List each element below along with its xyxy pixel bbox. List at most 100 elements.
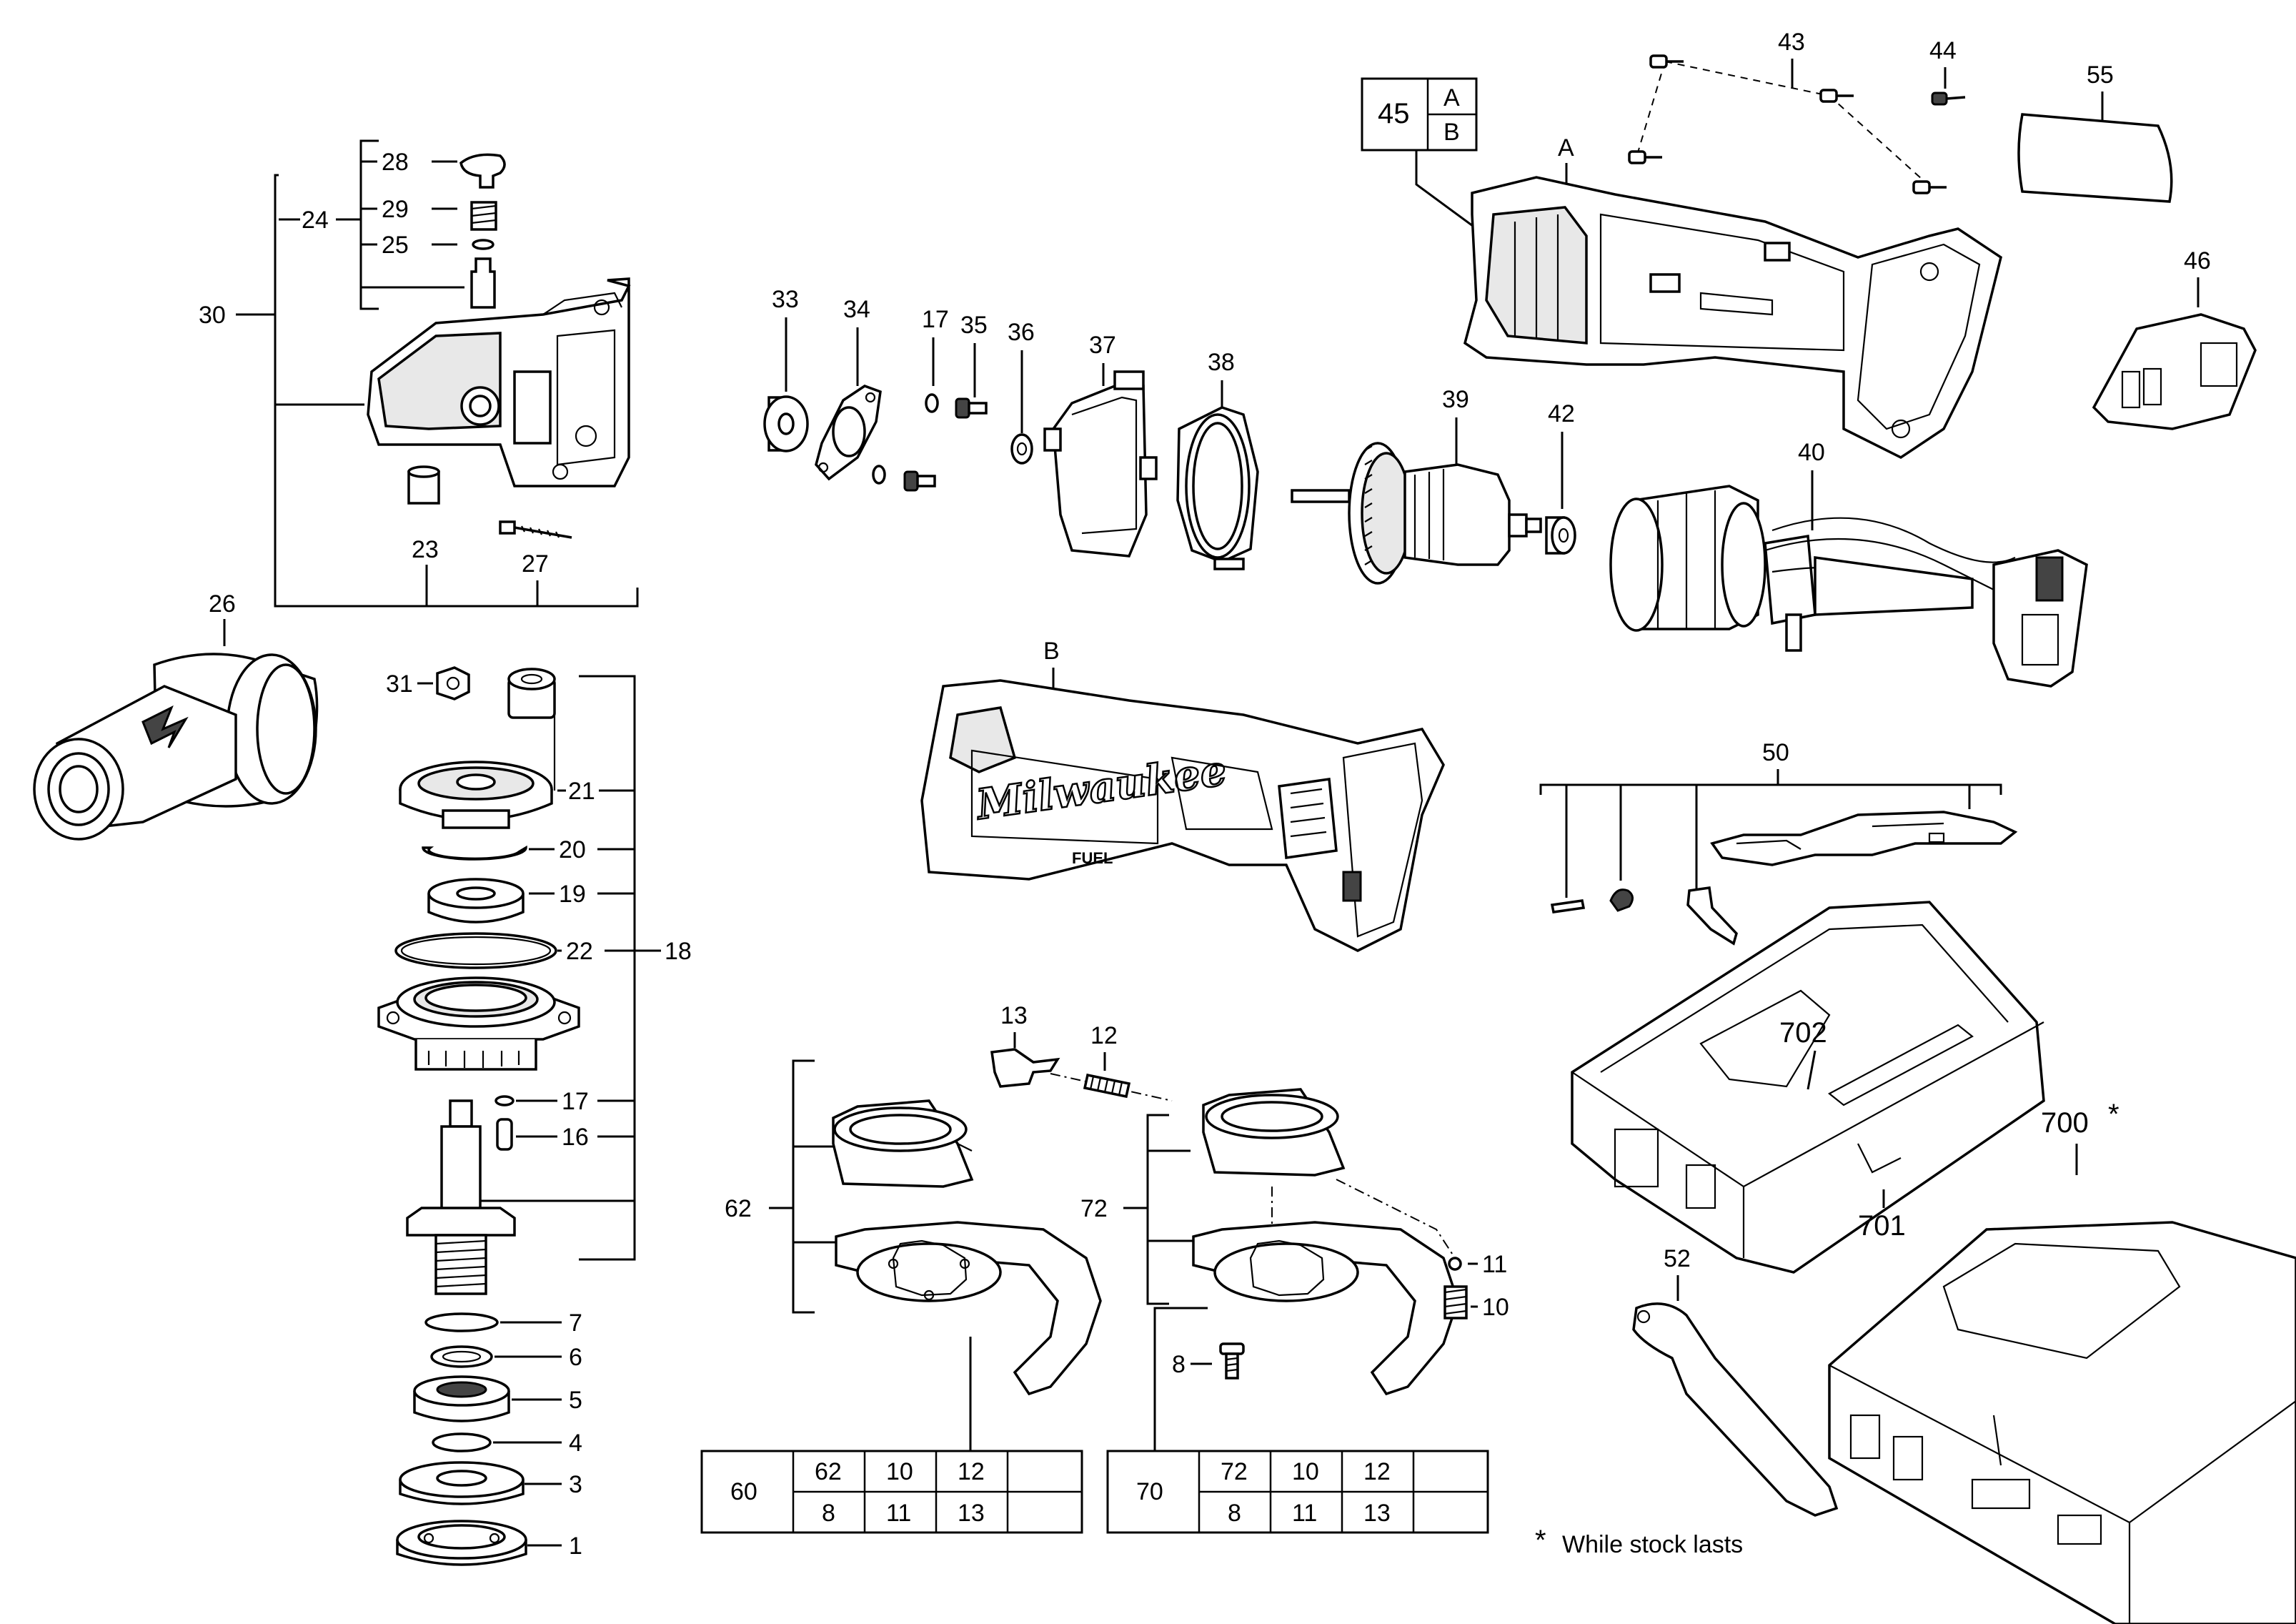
armature	[1291, 442, 1542, 585]
table70-r1c2: 10	[1292, 1458, 1319, 1485]
guard-72-group: 72 11 10 8	[1080, 1088, 1509, 1451]
label-55: 55	[2087, 61, 2114, 89]
label-30: 30	[199, 302, 226, 329]
guard-clip	[990, 1048, 1060, 1088]
label-18: 18	[665, 938, 692, 965]
nameplate-label: 55	[2017, 61, 2173, 203]
spring-10	[1443, 1285, 1468, 1320]
bearing-42	[1545, 516, 1576, 555]
screw-43b	[1819, 89, 1854, 103]
housing-half-a: A	[1463, 134, 2002, 460]
label-26: 26	[209, 590, 236, 618]
label-23: 23	[412, 536, 439, 563]
screw-8	[1219, 1342, 1245, 1380]
ball-bearing	[427, 878, 525, 924]
carry-case-701: 702 701	[1571, 901, 2045, 1274]
table60-r2c1: 8	[822, 1500, 835, 1527]
spring	[470, 201, 497, 231]
guard-spring	[1083, 1073, 1131, 1099]
label-A: A	[1558, 134, 1574, 162]
label-4: 4	[569, 1430, 582, 1457]
label-24: 24	[302, 207, 329, 234]
footnote-star: *	[1535, 1525, 1546, 1556]
bearing-33	[763, 395, 809, 452]
label-1: 1	[569, 1533, 582, 1560]
label-36: 36	[1008, 319, 1035, 346]
label-11: 11	[1482, 1251, 1507, 1278]
label-40: 40	[1798, 439, 1825, 466]
fan-ring	[1176, 406, 1259, 570]
table70-r1c1: 72	[1221, 1458, 1248, 1485]
label-43: 43	[1778, 29, 1805, 56]
screw-35a	[955, 397, 988, 419]
washer-spring	[430, 1345, 493, 1368]
label-29: 29	[382, 196, 409, 223]
label-20: 20	[559, 836, 586, 863]
spindle-lock-pin	[470, 257, 496, 309]
snap-ring	[422, 845, 527, 861]
label-6: 6	[569, 1344, 582, 1371]
center-parts-row: 33 34 17 35 36 37	[763, 286, 1259, 570]
label-702: 702	[1779, 1017, 1827, 1049]
label-45b: B	[1443, 119, 1460, 146]
pin	[496, 1118, 513, 1151]
kit-table-70: 70 72 10 12 8 11 13	[1106, 1450, 1489, 1534]
table60-r1c3: 12	[958, 1458, 985, 1485]
table70-r2c3: 13	[1363, 1500, 1391, 1527]
paddle	[1710, 811, 2018, 866]
table70-r1c3: 12	[1363, 1458, 1391, 1485]
label-46: 46	[2184, 247, 2211, 274]
o-ring-small	[424, 1312, 499, 1332]
guard-collar-62	[832, 1099, 974, 1188]
spring-pin	[1550, 899, 1586, 914]
housing-half-b: B Milwaukee FUEL	[920, 638, 1445, 952]
small-o-ring	[495, 1095, 515, 1106]
label-7: 7	[569, 1309, 582, 1337]
label-13: 13	[1000, 1002, 1028, 1029]
table60-r2c3: 13	[958, 1500, 985, 1527]
asterisk-700: *	[2108, 1099, 2119, 1130]
label-39: 39	[1442, 386, 1469, 413]
armature-group: 39 42	[1291, 386, 1576, 585]
label-72: 72	[1080, 1195, 1108, 1222]
label-45: 45	[1378, 98, 1410, 129]
inner-flange	[413, 1375, 510, 1422]
label-17b: 17	[562, 1088, 589, 1115]
screw-35b	[903, 470, 936, 492]
label-33: 33	[772, 286, 799, 313]
guard-62-group: 62 13 12	[725, 1002, 1173, 1451]
screw-44	[1931, 91, 1966, 106]
paddle-switch-group: 50	[1539, 739, 2018, 946]
spindle	[406, 1099, 516, 1295]
label-34: 34	[843, 296, 870, 323]
wheel-guard-62	[835, 1221, 1102, 1396]
label-38: 38	[1208, 349, 1235, 376]
label-3: 3	[569, 1471, 582, 1498]
flange-3	[399, 1461, 525, 1505]
label-17a: 17	[922, 306, 949, 333]
label-35: 35	[960, 312, 988, 339]
side-handle: 26	[33, 590, 319, 841]
lock-button-knob	[459, 153, 506, 189]
hex-nut	[436, 666, 470, 700]
screw-43a	[1649, 54, 1684, 69]
washer-36	[1010, 433, 1033, 465]
table60-r2c2: 11	[886, 1500, 911, 1527]
label-700: 700	[2041, 1107, 2089, 1139]
carry-case-700: 700 *	[1828, 1099, 2296, 1624]
bevel-gear	[399, 761, 553, 829]
label-22: 22	[566, 938, 593, 965]
o-ring-4	[432, 1432, 492, 1452]
field-and-electronics: 40	[1609, 439, 2088, 688]
label-19: 19	[559, 881, 586, 908]
table60-id: 60	[730, 1478, 757, 1505]
label-25: 25	[382, 232, 409, 259]
label-28: 28	[382, 149, 409, 176]
spanner-wrench: 52	[1632, 1245, 1839, 1517]
lock-nut	[396, 1520, 527, 1566]
screw-43d	[1912, 180, 1947, 194]
ball-11	[1448, 1257, 1462, 1271]
label-10: 10	[1482, 1294, 1509, 1321]
kit-table-60: 60 62 10 12 8 11 13	[700, 1450, 1083, 1534]
washer-small-a	[925, 393, 939, 413]
